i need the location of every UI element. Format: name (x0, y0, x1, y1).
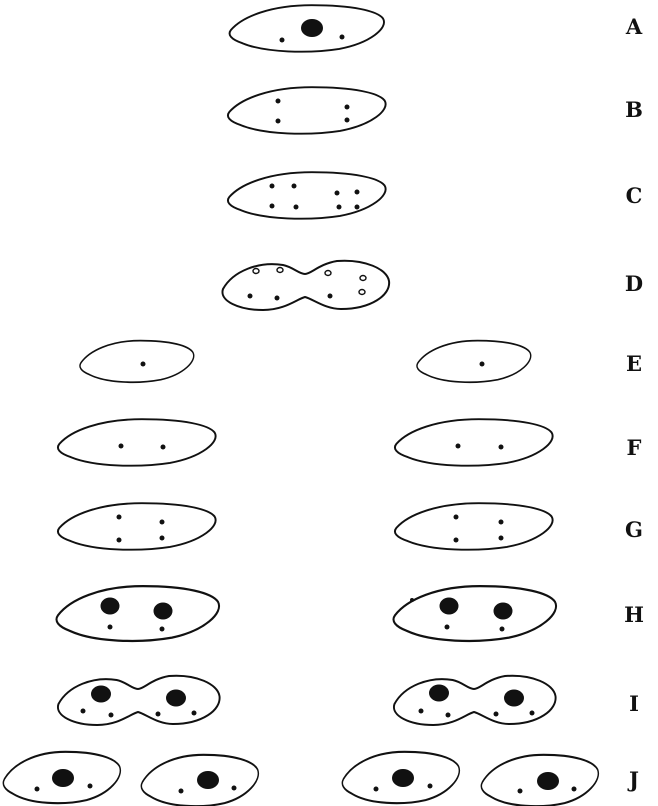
row-label-b: B (625, 97, 643, 122)
row-label-g: G (625, 517, 643, 542)
row-h-left-cell (55, 584, 221, 643)
row-g-right-cell (393, 502, 554, 551)
row-e-left-cell (79, 339, 195, 384)
row-e-right-cell (416, 339, 532, 384)
row-b-cell (226, 86, 387, 135)
row-label-j: J (627, 767, 639, 792)
row-label-d: D (625, 271, 643, 296)
row-g-left-cell (56, 502, 217, 551)
row-labels: A B C D E F G H I J (624, 14, 644, 792)
row-i-left-cell (56, 674, 221, 726)
row-f-right-cell (393, 418, 554, 467)
row-label-i: I (629, 691, 639, 716)
row-j-cell-2 (140, 753, 260, 806)
row-h-right-cell (392, 584, 558, 643)
row-f-left-cell (56, 418, 217, 467)
row-j-cell-4 (480, 753, 600, 806)
row-d-cell (221, 259, 391, 311)
row-i-right-cell (392, 674, 557, 726)
row-a-cell (228, 4, 385, 53)
row-j-cell-1 (2, 750, 122, 805)
row-j-cell-3 (341, 750, 461, 805)
row-label-e: E (626, 351, 642, 376)
row-label-a: A (625, 14, 643, 39)
row-c-cell (226, 171, 387, 220)
row-label-c: C (626, 183, 643, 208)
row-label-f: F (627, 435, 642, 460)
row-label-h: H (624, 602, 644, 627)
